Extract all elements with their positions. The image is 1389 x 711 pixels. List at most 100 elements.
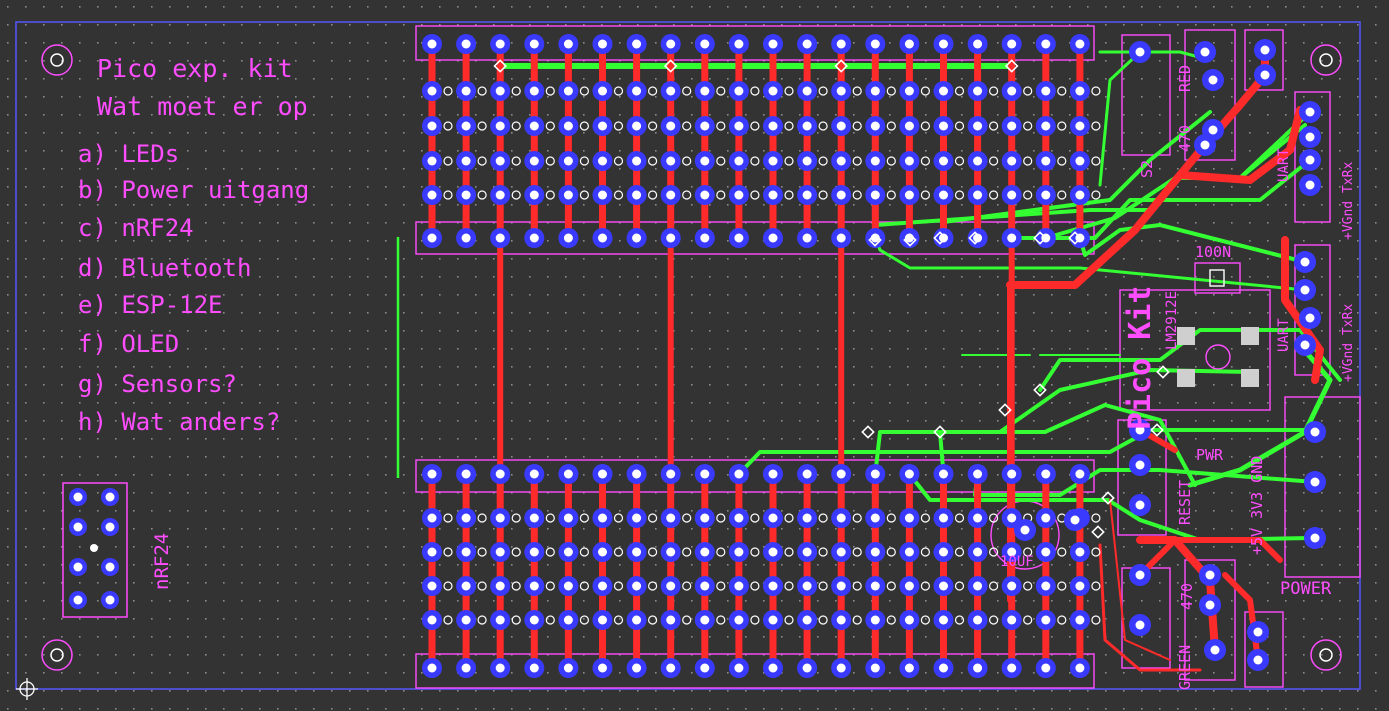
- pad-drill[interactable]: [734, 190, 744, 200]
- pad-drill[interactable]: [973, 615, 983, 625]
- pad-drill[interactable]: [1075, 615, 1085, 625]
- pad-drill[interactable]: [1208, 125, 1218, 135]
- pad-drill[interactable]: [632, 469, 642, 479]
- pad-drill[interactable]: [427, 156, 437, 166]
- pad-drill[interactable]: [1253, 655, 1263, 665]
- pad-drill[interactable]: [768, 663, 778, 673]
- pad-drill[interactable]: [1007, 39, 1017, 49]
- pad-drill[interactable]: [734, 513, 744, 523]
- pad-drill[interactable]: [1253, 627, 1263, 637]
- pad-drill[interactable]: [768, 547, 778, 557]
- pad-drill[interactable]: [461, 121, 471, 131]
- pad-drill[interactable]: [495, 156, 505, 166]
- pad-drill[interactable]: [563, 190, 573, 200]
- pad-drill[interactable]: [1007, 121, 1017, 131]
- pad-drill[interactable]: [1007, 190, 1017, 200]
- pad-drill[interactable]: [802, 615, 812, 625]
- pad-drill[interactable]: [939, 513, 948, 523]
- pad-drill[interactable]: [904, 513, 914, 523]
- pad-drill[interactable]: [529, 39, 539, 49]
- pad-drill[interactable]: [836, 513, 846, 523]
- pad-drill[interactable]: [632, 121, 642, 131]
- pad-drill[interactable]: [939, 663, 948, 673]
- pad-drill[interactable]: [666, 121, 676, 131]
- pad-drill[interactable]: [904, 156, 914, 166]
- pads-layer[interactable]: [69, 34, 1326, 678]
- pad-drill[interactable]: [1305, 155, 1315, 165]
- pad-drill[interactable]: [1041, 156, 1051, 166]
- pad-drill[interactable]: [461, 156, 471, 166]
- pad-drill[interactable]: [973, 581, 983, 591]
- pad-drill[interactable]: [1075, 39, 1085, 49]
- pad-drill[interactable]: [563, 615, 573, 625]
- pad-drill[interactable]: [563, 581, 573, 591]
- pad-drill[interactable]: [632, 513, 642, 523]
- pad-drill[interactable]: [461, 547, 471, 557]
- pad-drill[interactable]: [734, 233, 744, 243]
- pad-drill[interactable]: [700, 615, 710, 625]
- pad-drill[interactable]: [1305, 107, 1315, 117]
- pad-drill[interactable]: [768, 86, 778, 96]
- pad-drill[interactable]: [427, 469, 437, 479]
- pad-drill[interactable]: [836, 39, 846, 49]
- pad-drill[interactable]: [529, 86, 539, 96]
- pad-drill[interactable]: [1007, 233, 1017, 243]
- pad-drill[interactable]: [461, 39, 471, 49]
- pad-drill[interactable]: [529, 190, 539, 200]
- pad-drill[interactable]: [427, 86, 437, 96]
- pad-drill[interactable]: [1007, 615, 1017, 625]
- pad-drill[interactable]: [700, 190, 710, 200]
- pad-drill[interactable]: [666, 469, 676, 479]
- pad-drill[interactable]: [427, 233, 437, 243]
- pad-drill[interactable]: [427, 39, 437, 49]
- pad-drill[interactable]: [1041, 190, 1051, 200]
- pad-drill[interactable]: [563, 86, 573, 96]
- pad-drill[interactable]: [904, 86, 914, 96]
- pad-drill[interactable]: [700, 233, 710, 243]
- pad-drill[interactable]: [802, 233, 812, 243]
- pad-drill[interactable]: [734, 547, 744, 557]
- pad-drill[interactable]: [734, 615, 744, 625]
- pad-drill[interactable]: [870, 615, 880, 625]
- pad-drill[interactable]: [1041, 469, 1051, 479]
- pad-drill[interactable]: [495, 121, 505, 131]
- pad-drill[interactable]: [1135, 570, 1145, 580]
- pad-drill[interactable]: [1135, 460, 1145, 470]
- pad-drill[interactable]: [598, 39, 607, 49]
- pad-drill[interactable]: [700, 469, 710, 479]
- pad-drill[interactable]: [563, 233, 573, 243]
- pad-drill[interactable]: [802, 39, 812, 49]
- pad-drill[interactable]: [427, 663, 437, 673]
- pad-drill[interactable]: [632, 615, 642, 625]
- pad-drill[interactable]: [734, 86, 744, 96]
- pad-drill[interactable]: [666, 513, 676, 523]
- pad-drill[interactable]: [666, 39, 676, 49]
- pad-drill[interactable]: [632, 156, 642, 166]
- pad-drill[interactable]: [734, 156, 744, 166]
- pad-drill[interactable]: [768, 513, 778, 523]
- pad-drill[interactable]: [495, 469, 505, 479]
- pad-drill[interactable]: [1310, 427, 1320, 437]
- pad-drill[interactable]: [904, 547, 914, 557]
- pad-drill[interactable]: [836, 190, 846, 200]
- pad-drill[interactable]: [768, 469, 778, 479]
- pad-drill[interactable]: [802, 513, 812, 523]
- pad-drill[interactable]: [666, 86, 676, 96]
- pad-drill[interactable]: [529, 663, 539, 673]
- pad-drill[interactable]: [973, 513, 983, 523]
- pad-drill[interactable]: [632, 663, 642, 673]
- pad-drill[interactable]: [836, 121, 846, 131]
- pad-drill[interactable]: [1300, 257, 1310, 267]
- pad-drill[interactable]: [802, 190, 812, 200]
- pad-drill[interactable]: [73, 522, 83, 532]
- pad-drill[interactable]: [768, 190, 778, 200]
- pad-drill[interactable]: [1075, 190, 1085, 200]
- pad-drill[interactable]: [870, 469, 880, 479]
- pad-drill[interactable]: [427, 581, 437, 591]
- pad-drill[interactable]: [598, 86, 607, 96]
- pad-drill[interactable]: [870, 513, 880, 523]
- pad-drill[interactable]: [802, 86, 812, 96]
- pad-drill[interactable]: [939, 581, 948, 591]
